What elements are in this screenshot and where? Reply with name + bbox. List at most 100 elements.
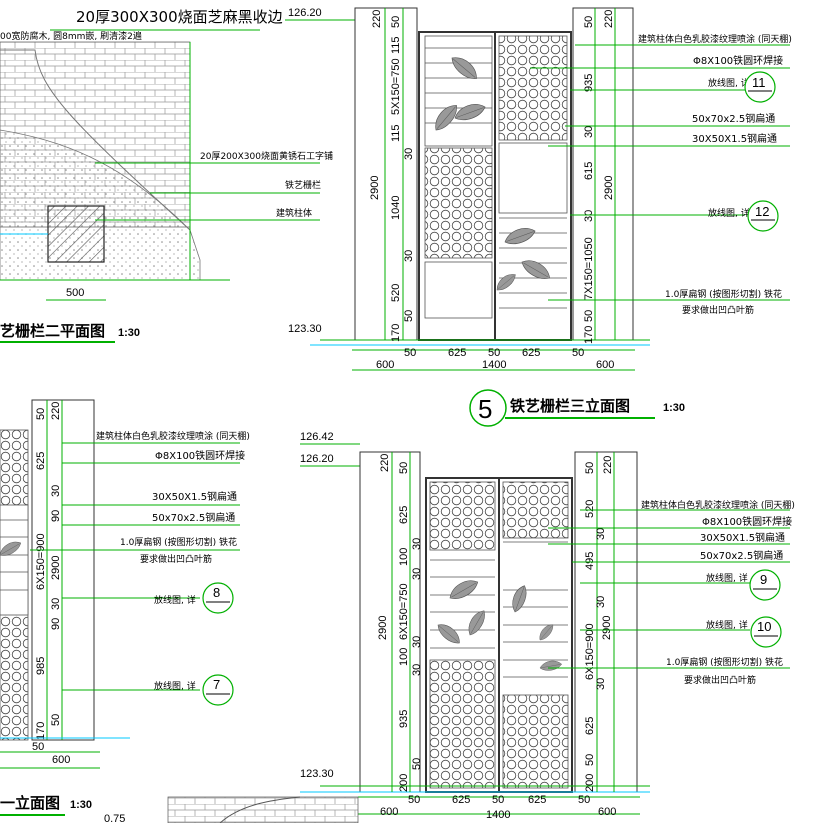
detail-fragment: 0.75 — [104, 796, 359, 823]
e4-left-220: 220 — [379, 454, 391, 472]
e4-right-30: 30 — [595, 528, 607, 540]
ring-panel-ml-e3 — [424, 147, 493, 259]
e3-left-750: 5X150=750 — [390, 58, 402, 115]
e3-left-50b: 50 — [403, 310, 415, 322]
e4-ref-10-label: 10 — [757, 619, 771, 634]
e3-right-935: 935 — [583, 74, 595, 92]
e4-left-100b: 100 — [398, 648, 410, 666]
e1-ref-8-label: 8 — [213, 585, 220, 600]
e3-note-flat-steel: 1.0厚扁钢 (按图形切割) 铁花 — [665, 288, 782, 300]
e3-left-115: 115 — [390, 36, 402, 54]
e1-left-30b: 30 — [50, 598, 62, 610]
e3-bottom-1400: 1400 — [482, 359, 506, 371]
ring-panel-tr-e3 — [498, 35, 568, 141]
e4-note-ring: Φ8X100铁圆环焊接 — [702, 515, 792, 528]
e4-left-50: 50 — [398, 462, 410, 474]
e4-left-625: 625 — [398, 506, 410, 524]
e4-bottom-50b: 50 — [492, 794, 504, 806]
label-fence: 铁艺栅栏 — [285, 179, 321, 191]
level-top-e3: 126.20 — [288, 7, 322, 19]
e4-right-900: 6X150=900 — [584, 623, 596, 680]
e4-level-top2: 126.20 — [300, 453, 334, 465]
e4-right-30c: 30 — [595, 678, 607, 690]
e4-bottom-50c: 50 — [578, 794, 590, 806]
e4-left-30d: 30 — [411, 664, 423, 676]
e1-note-ring: Φ8X100铁圆环焊接 — [155, 449, 245, 462]
blank-panel-bl-e3 — [424, 261, 493, 319]
e3-note-steel-30: 30X50X1.5钢扁通 — [692, 132, 777, 145]
e4-note-flat-steel: 1.0厚扁钢 (按图形切割) 铁花 — [666, 656, 783, 668]
e4-ref-bubble-9: 9 — [749, 569, 781, 601]
e1-note-steel-30: 30X50X1.5钢扁通 — [152, 490, 237, 503]
e4-note-steel-30: 30X50X1.5钢扁通 — [700, 531, 785, 544]
e1-scale: 1:30 — [70, 799, 92, 811]
e3-right-1050: 7X150=1050 — [583, 237, 595, 300]
e4-right-50b: 50 — [584, 754, 596, 766]
e3-title-block: 5 铁艺栅栏三立面图 1:30 — [469, 389, 685, 427]
e3-scale: 1:30 — [663, 402, 685, 414]
e3-ref-bubble-11: 11 — [744, 71, 776, 103]
label-yellow-stone: 20厚200X300烧面黄锈石工字铺 — [200, 150, 333, 162]
blank-panel-mr-e3 — [498, 142, 568, 214]
e3-left-30: 30 — [403, 148, 415, 160]
e3-bottom-600b: 600 — [596, 359, 614, 371]
e1-note-detail-b: 放线图, 详 — [154, 680, 196, 692]
e4-left-30b: 30 — [411, 568, 423, 580]
plan-note-left: 00宽防腐木, 圆8mm嵌, 刷清漆2遍 — [0, 30, 142, 42]
elevation-three: 126.20 123.30 — [285, 7, 792, 427]
e3-left-220: 220 — [371, 10, 383, 28]
e3-right-170: 170 — [583, 326, 595, 344]
e3-note-detail-b: 放线图, 详 — [708, 207, 750, 219]
e3-bottom-625a: 625 — [448, 347, 466, 359]
e1-note-leaf-vein: 要求做出凹凸叶筋 — [140, 553, 212, 565]
path-edge — [0, 49, 191, 231]
e3-bottom-625b: 625 — [522, 347, 540, 359]
e4-note-column: 建筑柱体白色乳胶漆纹理喷涂 (同天棚) — [641, 499, 795, 511]
e4-left-30c: 30 — [411, 636, 423, 648]
e1-left-625: 625 — [35, 452, 47, 470]
e1-left-900: 6X150=900 — [35, 533, 47, 590]
e1-note-steel-50: 50x70x2.5钢扁通 — [152, 511, 235, 524]
e4-left-50b: 50 — [411, 758, 423, 770]
left-column-e3 — [354, 7, 418, 341]
e3-right-30: 30 — [583, 126, 595, 138]
right-column-e3 — [572, 7, 634, 341]
e4-bottom-600b: 600 — [598, 806, 616, 818]
plan-view: 20厚300X300烧面芝麻黑收边 00宽防腐木, 圆8mm嵌, 刷清漆2遍 2… — [0, 8, 333, 343]
e4-note-detail-b: 放线图, 详 — [706, 619, 748, 631]
e1-top-220: 220 — [50, 402, 62, 420]
e3-left-115b: 115 — [390, 124, 402, 142]
e4-right-220: 220 — [602, 456, 614, 474]
e3-note-ring: Φ8X100铁圆环焊接 — [693, 54, 783, 67]
e4-bottom-625a: 625 — [452, 794, 470, 806]
fragment-paving — [167, 796, 359, 823]
e3-note-column: 建筑柱体白色乳胶漆纹理喷涂 (同天棚) — [638, 33, 792, 45]
plan-heading: 20厚300X300烧面芝麻黑收边 — [76, 8, 283, 26]
ring-panel-bl-e4 — [429, 659, 496, 789]
e3-total-height-left: 2900 — [369, 176, 381, 200]
e4-left-935: 935 — [398, 710, 410, 728]
e3-left-170: 170 — [390, 324, 402, 342]
e3-right-220: 220 — [603, 10, 615, 28]
level-bottom-e3: 123.30 — [288, 323, 322, 335]
e4-level-top1: 126.42 — [300, 431, 334, 443]
e3-right-50b: 50 — [583, 310, 595, 322]
e4-right-625: 625 — [584, 717, 596, 735]
ring-panel-tr-e4 — [502, 481, 569, 539]
ring-panel-br-e4 — [502, 694, 569, 789]
e3-note-steel-50: 50x70x2.5钢扁通 — [692, 112, 775, 125]
e4-right-30b: 30 — [595, 596, 607, 608]
e1-total-height: 2900 — [50, 556, 62, 580]
e3-ref-12-label: 12 — [755, 204, 769, 219]
e1-top-50: 50 — [35, 408, 47, 420]
e3-title: 铁艺栅栏三立面图 — [510, 397, 630, 415]
plan-scale: 1:30 — [118, 327, 140, 339]
e1-title: 一立面图 — [0, 794, 60, 812]
e4-note-detail-a: 放线图, 详 — [706, 572, 748, 584]
plan-dim-500: 500 — [66, 287, 84, 299]
bar-panel-e1 — [0, 504, 29, 616]
e1-note-column: 建筑柱体白色乳胶漆纹理喷涂 (同天棚) — [96, 430, 250, 442]
e1-ref-7-label: 7 — [213, 677, 220, 692]
e4-total-height-right: 2900 — [601, 616, 613, 640]
e3-left-30b: 30 — [403, 250, 415, 262]
